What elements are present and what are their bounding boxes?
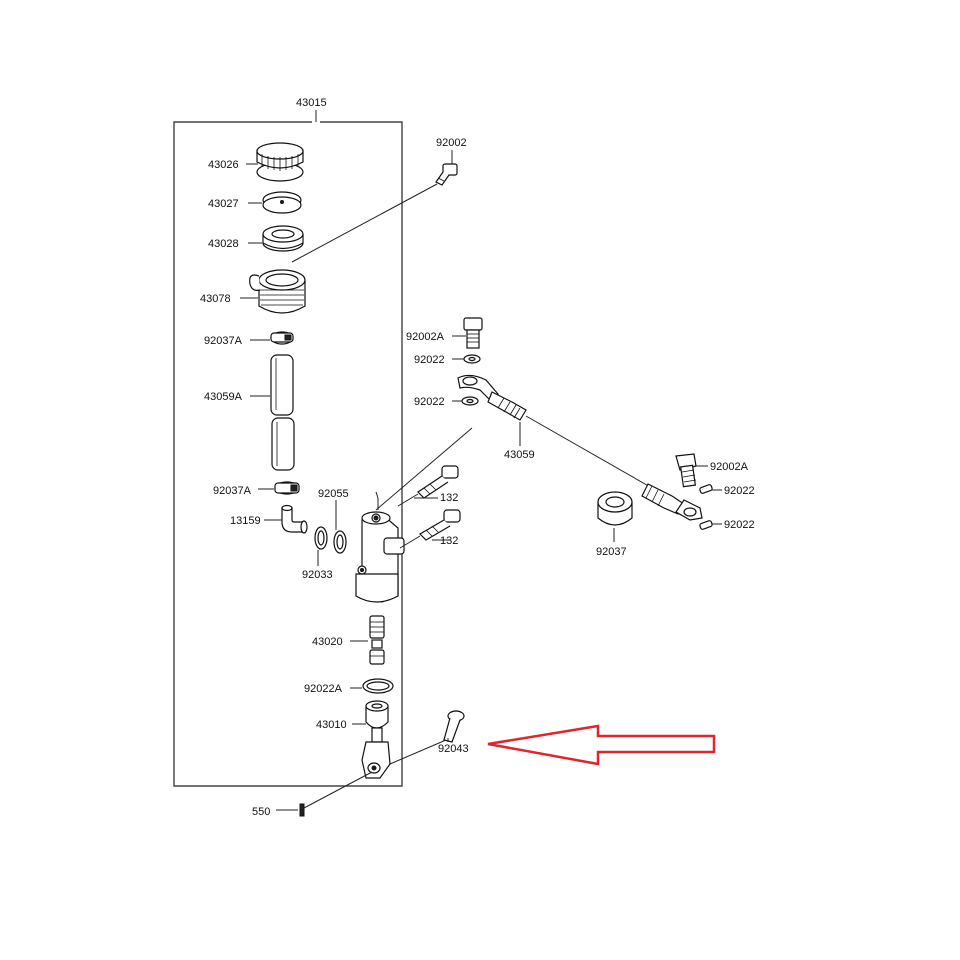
part-label-92002A-top: 92002A bbox=[406, 331, 445, 343]
push-rod-boot-part bbox=[365, 700, 389, 743]
reservoir-cap-part bbox=[256, 142, 304, 182]
elbow-fitting-part bbox=[281, 504, 308, 534]
part-label-92022-1: 92022 bbox=[414, 354, 445, 366]
part-label-92037A-top: 92037A bbox=[204, 335, 243, 347]
highlight-arrow-icon bbox=[487, 724, 716, 766]
part-label-92033: 92033 bbox=[302, 569, 333, 581]
washer-92022-1-part bbox=[463, 354, 481, 364]
clevis-part bbox=[361, 741, 391, 779]
reservoir-body-part bbox=[249, 269, 306, 314]
part-label-92037: 92037 bbox=[596, 546, 627, 558]
o-ring-92055-part bbox=[333, 530, 347, 554]
part-label-92002A-right: 92002A bbox=[710, 461, 749, 473]
part-label-92055: 92055 bbox=[318, 488, 349, 500]
hose-clamp-bottom-part bbox=[274, 481, 300, 495]
assembly-label: 43015 bbox=[296, 97, 327, 109]
part-label-13159: 13159 bbox=[230, 515, 261, 527]
washer-92022-2-part bbox=[461, 396, 479, 406]
part-label-92022A: 92022A bbox=[304, 683, 343, 695]
part-label-132-bottom: 132 bbox=[440, 535, 458, 547]
part-label-92002: 92002 bbox=[436, 137, 467, 149]
grommet-part bbox=[597, 491, 633, 526]
part-label-43078: 43078 bbox=[200, 293, 231, 305]
circlip-part bbox=[362, 678, 394, 694]
part-label-43059: 43059 bbox=[504, 449, 535, 461]
part-label-92022-2: 92022 bbox=[414, 396, 445, 408]
washer-92022-3-part bbox=[699, 484, 713, 494]
reservoir-hose-part bbox=[270, 354, 295, 471]
part-label-43020: 43020 bbox=[312, 636, 343, 648]
part-label-43059A: 43059A bbox=[204, 391, 243, 403]
part-label-43010: 43010 bbox=[316, 719, 347, 731]
banjo-fitting-right-part bbox=[641, 483, 703, 521]
master-cylinder-body-part bbox=[355, 511, 405, 603]
part-label-43026: 43026 bbox=[208, 159, 239, 171]
hose-clamp-top-part bbox=[270, 331, 294, 345]
diaphragm-plate-part bbox=[262, 191, 302, 214]
part-label-92043: 92043 bbox=[438, 743, 469, 755]
part-label-43028: 43028 bbox=[208, 238, 239, 250]
part-label-92022-4: 92022 bbox=[724, 519, 755, 531]
bolt-92002-part bbox=[435, 163, 458, 186]
assembly-frame bbox=[173, 110, 403, 787]
part-label-92022-3: 92022 bbox=[724, 485, 755, 497]
part-label-92037A-bottom: 92037A bbox=[213, 485, 252, 497]
part-label-550: 550 bbox=[252, 806, 270, 818]
diaphragm-part bbox=[262, 225, 304, 252]
clevis-pin-part bbox=[443, 710, 465, 743]
banjo-bolt-top-part bbox=[463, 317, 483, 349]
piston-assembly-part bbox=[369, 615, 385, 665]
banjo-bolt-right-part bbox=[675, 453, 697, 488]
brake-hose-part bbox=[457, 374, 527, 421]
part-label-132-top: 132 bbox=[440, 492, 458, 504]
washer-92022-4-part bbox=[699, 520, 713, 530]
bolt-132-top-part bbox=[417, 465, 459, 499]
cotter-pin-part bbox=[299, 803, 305, 817]
part-label-43027: 43027 bbox=[208, 198, 239, 210]
bolt-132-bottom-part bbox=[419, 509, 461, 541]
o-ring-92033-part bbox=[314, 526, 328, 550]
